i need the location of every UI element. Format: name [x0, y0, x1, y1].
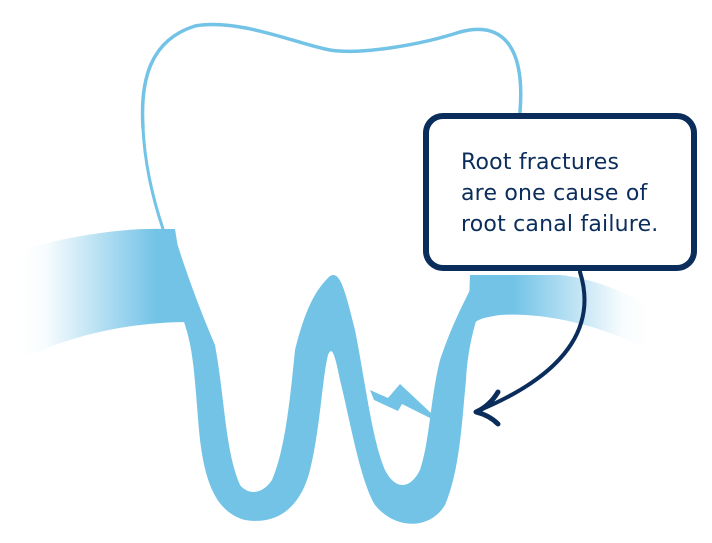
gum-left — [20, 228, 190, 360]
tooth-crown-outline — [140, 22, 523, 130]
tooth-side-left-outline — [141, 126, 165, 231]
callout-text: Root fractures are one cause of root can… — [461, 147, 659, 240]
callout-box: Root fractures are one cause of root can… — [423, 113, 697, 271]
root-fracture — [370, 384, 432, 418]
callout-line-2: are one cause of — [461, 181, 648, 206]
pointer-arrow — [478, 270, 587, 412]
gum-right — [468, 275, 650, 350]
callout-line-3: root canal failure. — [461, 212, 659, 237]
callout-line-1: Root fractures — [461, 150, 620, 175]
arrow-head-icon — [473, 389, 501, 427]
tooth-roots — [163, 229, 490, 524]
